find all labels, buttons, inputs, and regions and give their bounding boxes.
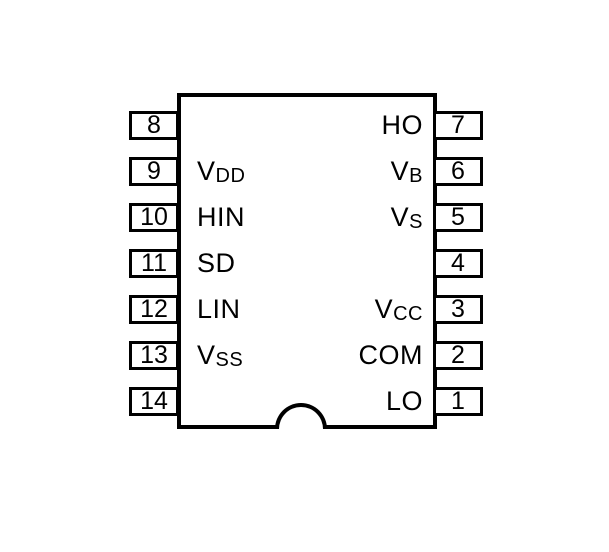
pin-number: 1 xyxy=(451,387,465,415)
pin-label-main: SD xyxy=(197,248,236,278)
pin-label-sd: SD xyxy=(197,249,236,278)
pin-label-subscript: B xyxy=(409,164,423,187)
pin-1: 1 xyxy=(433,387,483,416)
pin-label-main: V xyxy=(390,156,410,186)
pin-label-subscript: SS xyxy=(215,348,244,371)
pin-number: 2 xyxy=(451,341,465,369)
pin-label-com: COM xyxy=(359,341,424,370)
pin-label-main: V xyxy=(197,340,216,370)
pin-number: 3 xyxy=(451,295,465,323)
pin-5: 5 xyxy=(433,203,483,232)
pin-12: 12 xyxy=(129,295,179,324)
pin-2: 2 xyxy=(433,341,483,370)
ic-body xyxy=(177,93,437,429)
pin-14: 14 xyxy=(129,387,179,416)
pin-number: 5 xyxy=(451,203,465,231)
pin-number: 8 xyxy=(147,111,161,139)
pin-number: 10 xyxy=(140,203,168,231)
pin-13: 13 xyxy=(129,341,179,370)
pin-label-main: COM xyxy=(358,340,423,370)
pin-number: 4 xyxy=(451,249,465,277)
pin-label-main: LIN xyxy=(197,294,241,324)
pin-7: 7 xyxy=(433,111,483,140)
pin-label-main: HO xyxy=(381,110,423,140)
pin-label-hin: HIN xyxy=(197,203,245,232)
pin-number: 11 xyxy=(141,249,167,277)
pin-3: 3 xyxy=(433,295,483,324)
pin-label-subscript: S xyxy=(409,210,423,233)
pin-9: 9 xyxy=(129,157,179,186)
pin-10: 10 xyxy=(129,203,179,232)
pin-11: 11 xyxy=(129,249,179,278)
pin-number: 14 xyxy=(140,387,168,415)
pin-label-lo: LO xyxy=(386,387,423,416)
pin-8: 8 xyxy=(129,111,179,140)
pin-label-main: V xyxy=(374,294,394,324)
pin-label-main: V xyxy=(390,202,410,232)
pin-label-subscript: DD xyxy=(215,164,246,187)
pin-number: 13 xyxy=(140,341,168,369)
pin-label-lin: LIN xyxy=(197,295,241,324)
pin-label-ho: HO xyxy=(382,111,424,140)
pin-6: 6 xyxy=(433,157,483,186)
pin-number: 7 xyxy=(451,111,465,139)
pin-number: 12 xyxy=(140,295,168,323)
pin-label-main: V xyxy=(197,156,216,186)
pin-label-main: LO xyxy=(385,386,423,416)
pin-number: 6 xyxy=(451,157,465,185)
pin-4: 4 xyxy=(433,249,483,278)
pin-label-subscript: CC xyxy=(393,302,423,325)
pin-label-main: HIN xyxy=(197,202,245,232)
pin-number: 9 xyxy=(147,157,161,185)
